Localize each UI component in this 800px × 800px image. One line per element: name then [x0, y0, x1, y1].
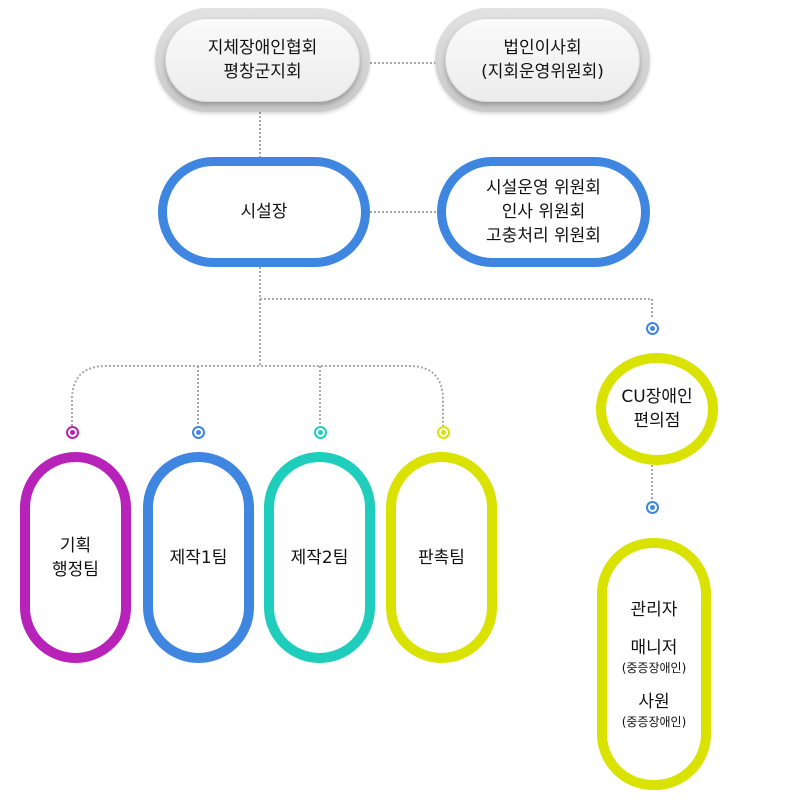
staff-connector-dot-icon [646, 501, 659, 514]
team-production-2: 제작2팀 [264, 452, 375, 663]
store-staff-node: 관리자 매니저 (중증장애인) 사원 (중증장애인) [597, 538, 711, 790]
team-production-1-label: 제작1팀 [169, 547, 228, 568]
staff-employee: 사원 [638, 692, 670, 712]
connector-team-branch [71, 365, 444, 426]
team2-dot-icon [192, 426, 205, 439]
committee-line3: 고충처리 위원회 [486, 226, 601, 246]
connector-to-store [260, 298, 653, 318]
association-node: 지체장애인협회 평창군지회 [155, 8, 370, 112]
team4-dot-icon [437, 426, 450, 439]
committee-line2: 인사 위원회 [501, 202, 586, 222]
director-label: 시설장 [240, 202, 288, 222]
store-node: CU장애인 편의점 [596, 353, 718, 465]
team-production-1: 제작1팀 [143, 452, 254, 663]
director-node: 시설장 [158, 157, 370, 267]
team3-dot-icon [314, 426, 327, 439]
association-line1: 지체장애인협회 [207, 38, 318, 58]
team-planning-admin: 기획 행정팀 [20, 452, 131, 663]
committee-line1: 시설운영 위원회 [486, 178, 601, 198]
board-line2: (지회운영위원회) [481, 62, 604, 82]
store-line2: 편의점 [633, 411, 681, 431]
association-line2: 평창군지회 [223, 62, 302, 82]
team-production-2-label: 제작2팀 [290, 547, 349, 568]
store-line1: CU장애인 [621, 387, 693, 407]
staff-assistant: 매니저 [630, 638, 678, 658]
board-line1: 법인이사회 [503, 38, 582, 58]
team-promotion-label: 판촉팀 [418, 547, 465, 568]
team-planning-line1: 기획 [59, 535, 92, 556]
team-promotion: 판촉팀 [386, 452, 497, 663]
team1-dot-icon [66, 426, 79, 439]
staff-assistant-note: (중증장애인) [621, 661, 687, 675]
staff-employee-note: (중증장애인) [621, 715, 687, 729]
staff-manager: 관리자 [630, 600, 678, 620]
committees-node: 시설운영 위원회 인사 위원회 고충처리 위원회 [437, 157, 650, 267]
board-node: 법인이사회 (지회운영위원회) [435, 8, 650, 112]
team-planning-line2: 행정팀 [52, 559, 99, 580]
store-connector-dot-icon [646, 322, 659, 335]
